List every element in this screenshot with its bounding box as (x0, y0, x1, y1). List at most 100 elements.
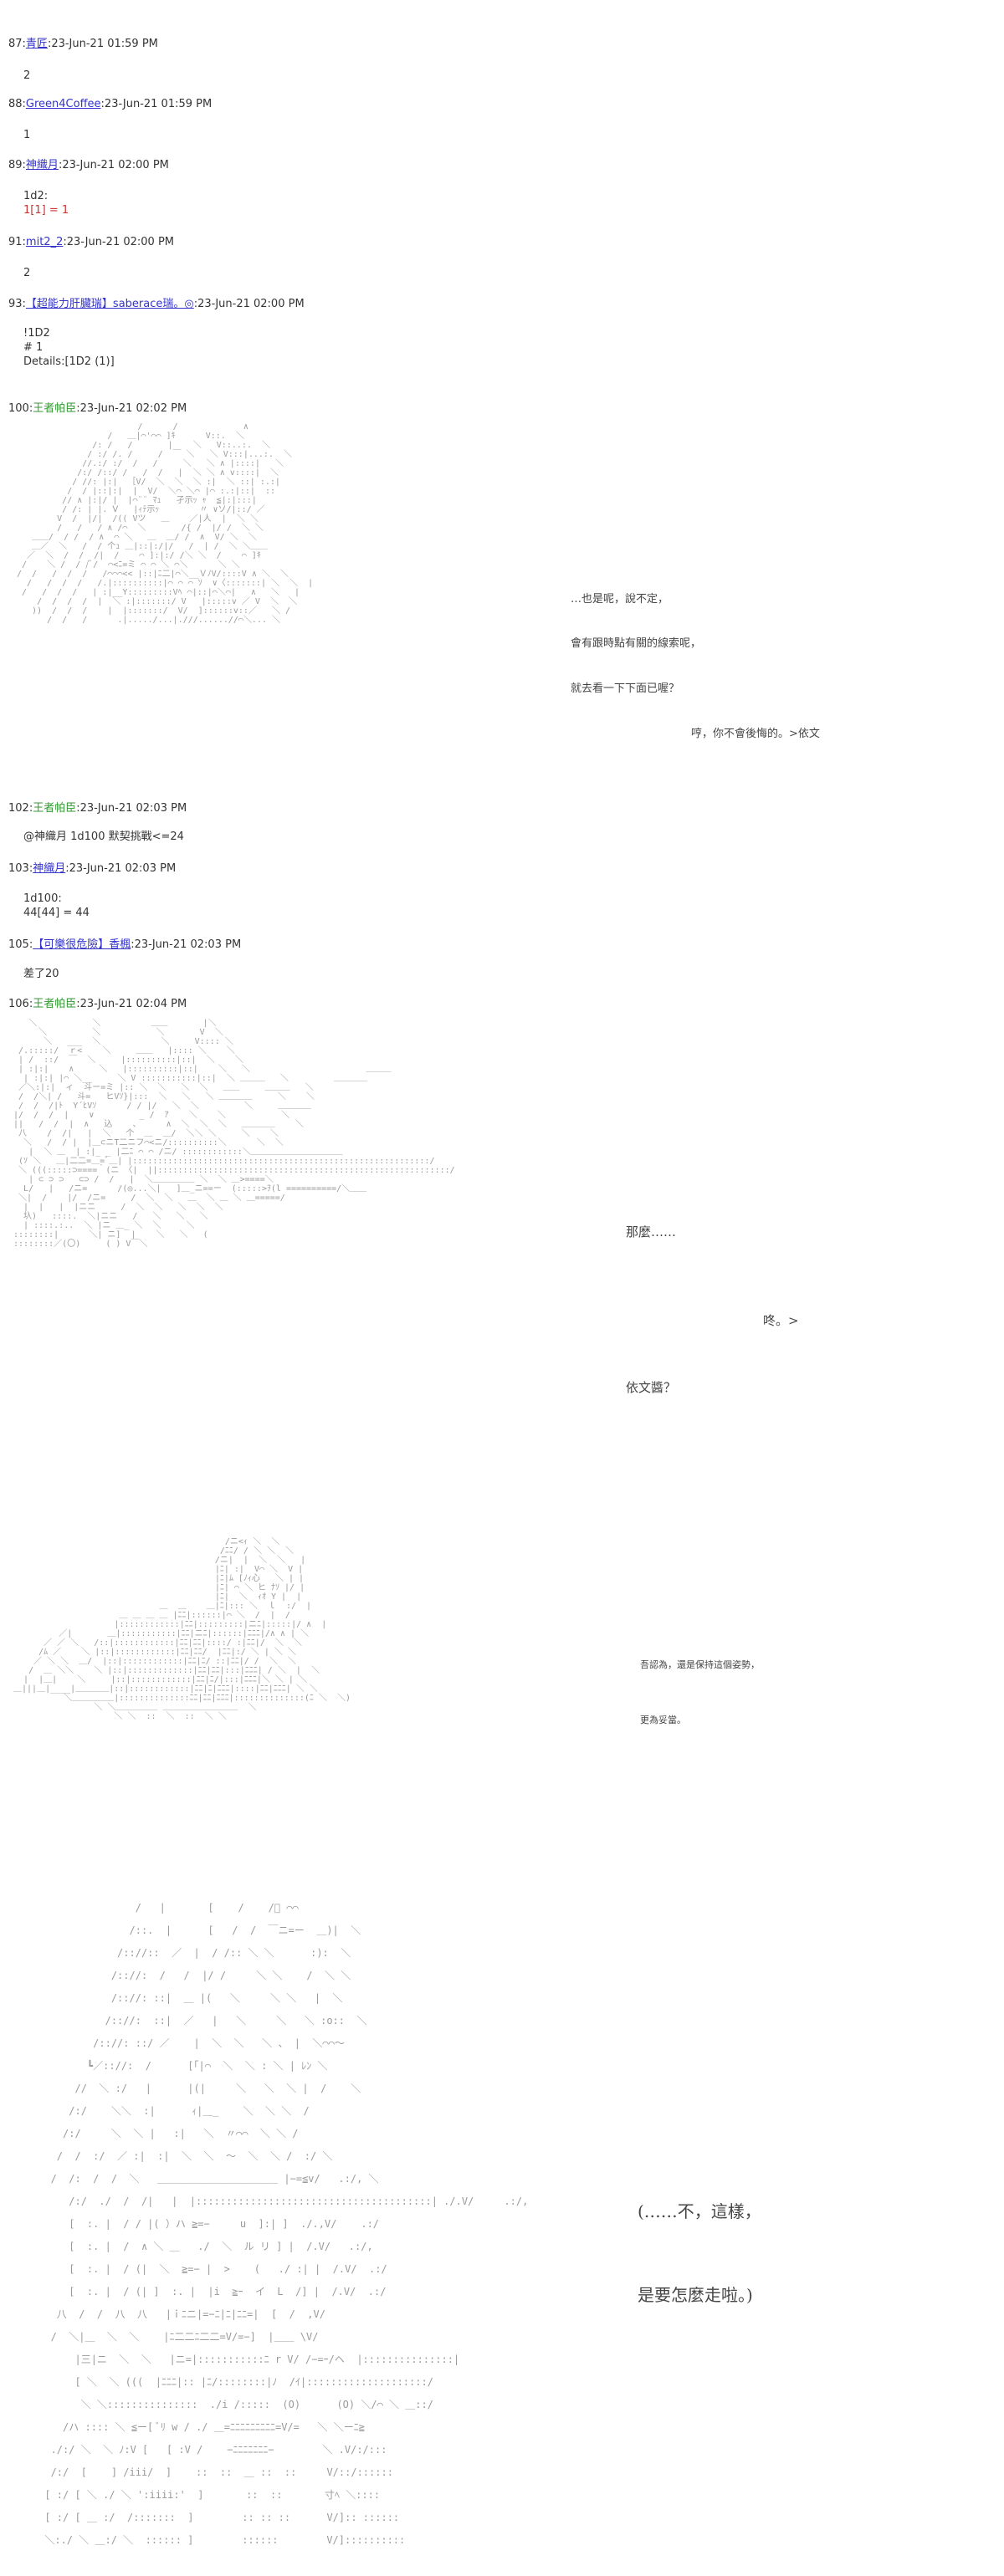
post-timestamp: :23-Jun-21 02:03 PM (131, 938, 242, 951)
ascii-art-line: ＼ ＼::::::::::::::: ./i /::::: (O) (O) ＼/… (8, 2399, 433, 2410)
dice-result: 44[44] = 44 (23, 907, 90, 919)
post-number: 87: (8, 38, 26, 50)
ascii-art-line: ＼＿＿＿＿＿|::::::::::::::ﾆﾆ|ﾆﾆ|ﾆﾆﾆ|:::::::::… (8, 1694, 351, 1703)
ascii-art-line: ＼| / |/ /ニ= / ＼ ＼ ＿ ＼ ＿ ＼ ＿=====/ (8, 1193, 285, 1203)
post-header: 100:王者帕臣:23-Jun-21 02:02 PM (8, 401, 187, 417)
poster-name-link[interactable]: 神織月 (33, 862, 66, 875)
ascii-art-line: /:://: ::/ ／ | ＼ ＼ ＼ 、 | ＼⌒⌒〜 (8, 2037, 345, 2049)
dice-command: !1D2 (23, 327, 50, 340)
ascii-art-line: ＿|||＿|____|＿＿＿＿|::|::::::::::::|ﾆﾆ|ﾆ|ﾆﾆﾆ… (8, 1684, 318, 1694)
post-body: 1d2: 1[1] = 1 (23, 189, 69, 217)
ascii-art-line: /:://: ::| ／ | ＼ ＼ ＼ :o:: ＼ (8, 2015, 367, 2027)
dialog-line: 是要怎麼走啦。) (638, 2285, 753, 2305)
ascii-art-line: | / ::/ ￣ ＼ |::::::::::|::| ＼ ＼ (8, 1055, 243, 1065)
dialog-line: (……不，這樣， (638, 2201, 761, 2221)
ascii-art-line: ＿ ＿ ＿|ﾆ|::: ＼ ｌ :/ | (8, 1602, 312, 1611)
ascii-art-line: ＿ ＿ ＿ ＿ |ﾆﾆ|::::::|⌒ ＼ / | / (8, 1611, 290, 1620)
post-header: 106:王者帕臣:23-Jun-21 02:04 PM (8, 997, 187, 1012)
dialog-line: 吾認為，還是保持這個姿勢， (640, 1659, 760, 1670)
ascii-art-line: [ :. | / (| ＼ ≧=− | > ( ./ :| | /.V/ .:/ (8, 2263, 387, 2275)
ascii-art-line: ／ ＼ ＼ ＿/ |::|::::::::::::|ﾆﾆ|ﾆ/ ::|ﾆﾆ|/ … (8, 1657, 296, 1666)
poster-name-link[interactable]: 【可樂很危險】香楓 (33, 938, 131, 951)
post-timestamp: :23-Jun-21 01:59 PM (47, 38, 158, 50)
post-header: 103:神織月:23-Jun-21 02:03 PM (8, 861, 176, 877)
poster-name: 王者帕臣 (33, 402, 77, 415)
ascii-art-line: | |＿| ＼ |::|::::::::::::|ﾆﾆ|ﾆ/|:::|ﾆﾆﾆ|＼… (8, 1675, 307, 1684)
post-timestamp: :23-Jun-21 02:00 PM (193, 298, 305, 310)
ascii-art-line: /::. | [ / / ￣ニ=ー ＿)| ＼ (8, 1924, 361, 1936)
dialog-line: 咚。> (763, 1313, 799, 1328)
ascii-art-line: /ハ :::: ＼ ≦ー[ ﾞﾘ w / ./ ＿=ﾆﾆﾆﾆﾆﾆﾆﾆﾆ=V/= … (8, 2421, 365, 2433)
post-number: 88: (8, 98, 26, 110)
post-text: 2 (23, 69, 31, 82)
ascii-art-line: /:://:: ／ | / /:: ＼ ＼ :): ＼ (8, 1947, 351, 1959)
ascii-art-line: ＼:./ ＼ ＿:/ ＼ :::::: ] :::::: V/]::::::::… (8, 2534, 406, 2546)
post-header: 105:【可樂很危險】香楓:23-Jun-21 02:03 PM (8, 938, 241, 953)
poster-name: 王者帕臣 (33, 998, 77, 1010)
post-header: 88:Green4Coffee:23-Jun-21 01:59 PM (8, 97, 212, 112)
ascii-art-line: |ﾆ|ﾑ [ﾉｨ心 ＼ | | (8, 1574, 305, 1583)
ascii-art-line: / ＿|⌒'⌒⌒ ]ｷ V::. ＼ (17, 432, 244, 441)
post-text: 差了20 (23, 968, 59, 980)
post-body: 2 (23, 69, 30, 83)
dice-result: 1[1] = 1 (23, 204, 69, 217)
ascii-art-line: | :|:| |⌒ ＼__ ＼ V :::::::::::|::| ＼ ＿＿＿ … (8, 1074, 368, 1083)
ascii-art-line: ＼ / / | |＿⊂ニT二ニフ⌒<ニ/::::::::::＼ ＼ ＼ (8, 1138, 284, 1147)
ascii-art-line: ／ ／ ＼ /::|::::::::::::|ﾆﾆ|ﾆﾆ|::::/ :|ﾆﾆ|… (8, 1638, 302, 1648)
ascii-art-line: /ﾆﾆ/ / ＼ ＼ ＼ (8, 1546, 295, 1556)
post-header: 91:mit2_2:23-Jun-21 02:00 PM (8, 235, 174, 250)
ascii-art-line: / /: / / ＼ ＿＿＿＿＿＿＿＿＿＿＿＿ |−=≦v/ .:/, ＼ (8, 2173, 379, 2185)
ascii-art-line: ／＼:|:| ィ 斗ー=ミ |:: ＼ ＼ ＼ ＼ ＿＿ ＿＿＿ ＼ (8, 1083, 314, 1092)
dice-command: 1d100: (23, 892, 62, 905)
post-body: 1d100: 44[44] = 44 (23, 892, 90, 920)
post-timestamp: :23-Jun-21 02:03 PM (65, 862, 177, 875)
ascii-art-line: [ :/ [ ＿ :/ /::::::: ] :: :: :: V/]:: ::… (8, 2512, 400, 2523)
ascii-art-line: /ニ| | ＼ ＼ | (8, 1556, 306, 1565)
ascii-art-line: / ＼|＿ ＼ ＼ |ﾆ二二ﾆ二二=V/=−] |＿＿ \V/ (8, 2331, 319, 2343)
ascii-art-line: / ＿ ＼＼ ＼ |::|:::::::::::::|ﾆﾆ|ﾆﾆ|:::|ﾆﾆﾆ… (8, 1666, 320, 1675)
ascii-art-line: ＼ ＼ :: ＼ :: ＼ ＼ (8, 1712, 227, 1721)
ascii-art-line: | :|:| ∧ ＼ |::::::::::|::| ＼ ＼ ＿＿＿ (8, 1065, 392, 1074)
poster-name-link[interactable]: Green4Coffee (25, 98, 101, 110)
post-number: 93: (8, 298, 26, 310)
post-text: 1 (23, 129, 31, 141)
ascii-art-line: L/ | /ニ= /(◎...＼| ]＿_ニ==ー (:::::>ｦ(l ===… (8, 1184, 367, 1193)
ascii-art-line: ＿＿/ / / / ∧ ⌒ ＼ ＿ ＿/ / ∧ V/ ＼ ＼ (17, 533, 257, 542)
ascii-art-line: (ｿ ＼ ＿|二二=＿=ﾞ＿| |:::::::::::::::::::::::… (8, 1157, 435, 1166)
ascii-art-line: / ＼ / / /ﾞ/ ⌒<ﾆ=ミ ⌒ ⌒ ＼ ⌒＼ ＼ ＼ (17, 560, 240, 570)
ascii-art-line: 八 / /| | ＼ 个 ＿ ＿/ ＼＼ ＼ ＼ ＼ (8, 1129, 279, 1138)
ascii-art-line: |三|ニ ＼ ＼ |ニ=|:::::::::::ﾆ r V/ /−=ｰ/ヘ |:… (8, 2354, 460, 2365)
ascii-art-line: |::::::::::::|ﾆﾆ|:::::::::|ニﾆ|:::::|/ ∧ … (8, 1620, 327, 1629)
ascii-art-line: /:/ /::/ / / / | ＼ ＼ ∧ v::::| ＼ (17, 468, 279, 478)
ascii-art-line: // ＼ :/ | |(| ＼ ＼ ＼ | / ＼ (8, 2083, 361, 2094)
dialog-line: 那麼…… (626, 1224, 677, 1239)
poster-name-link[interactable]: 【超能力肝臟瑞】saberace瑞。◎ (25, 298, 194, 310)
post-timestamp: :23-Jun-21 02:04 PM (76, 998, 187, 1010)
post-number: 105: (8, 938, 33, 951)
dice-command: 1d2: (23, 190, 49, 202)
post-body: 差了20 (23, 967, 59, 981)
poster-name-link[interactable]: 神織月 (25, 159, 59, 171)
poster-name-link[interactable]: 青匠 (25, 38, 48, 50)
ascii-art-line: / /: | |. Ⅴ |ｨﾃ示ｯ 〃 ∨ソ/|::/ ／ (17, 505, 265, 514)
ascii-art-line: / / / ∧ /⌒ ＼ /{ / |/ / ＼ ＼ (17, 524, 264, 533)
ascii-art-line: ＼ ＼＿＿＿＿＿ ＿＿＿＿＿＿＿＿＿ ＼ (8, 1703, 257, 1712)
ascii-art-line: [ :. | / / |( ）ハ ≧=− u ]:| ] ./.,V/ .:/ (8, 2218, 380, 2230)
ascii-art-line: ＿／ ＼ / / 个ｭ ＿|::|:/|/ / | / ＼ ＼＿＿ (17, 542, 268, 551)
ascii-art-line: ／ ＼ / / /| / ⌒ ]:|:/ /＼ ＼ / ⌒ ]ｷ (17, 551, 261, 560)
dice-result: # 1 (23, 341, 44, 354)
ascii-art-line: ./:/ ＼ ＼ ﾉ:V [ [ :V / −ﾆﾆﾆﾆﾆﾆﾆ− ＼ .V/:/:… (8, 2444, 387, 2456)
ascii-art-line: 八 / / 八 八 |ｉﾆニ|=−ﾆ|ﾆ|ﾆﾆ=| [ / ,V/ (8, 2308, 325, 2320)
post-number: 91: (8, 236, 26, 248)
ascii-art-line: // ∧ |:|/ | |⌒¨¨ ﾏｭ 孑示ｯ ｬ ≦|:|:::| (17, 496, 257, 505)
dialog-line: 依文醬？ (626, 1380, 677, 1395)
ascii-art-line: ::::::::／(〇) ( ) V￣＼ (8, 1239, 148, 1249)
poster-name-link[interactable]: mit2_2 (25, 236, 64, 248)
ascii-art-line: ／| ＿|:::::::::::|ﾆﾆ|ニﾆ|::::::|ﾆﾆﾆ|/∧ ∧ |… (8, 1629, 309, 1638)
post-timestamp: :23-Jun-21 01:59 PM (100, 98, 213, 110)
post-number: 89: (8, 159, 26, 171)
ascii-art-line: | ＼ ＿ | :|_ _ |二ﾆ ⌒ ⌒ /ニ/ ::::::::::::＼＿… (8, 1147, 343, 1157)
post-body: !1D2 # 1 Details:[1D2 (1)] (23, 326, 115, 369)
ascii-art-line: /.:::::/ ｒ< ＼ ＿＿ |:::: ＼ ＼ (8, 1046, 235, 1055)
ascii-art-line: 圦) ::::. ＼|ニニ / ＼ ＼ ＼ (8, 1212, 208, 1221)
